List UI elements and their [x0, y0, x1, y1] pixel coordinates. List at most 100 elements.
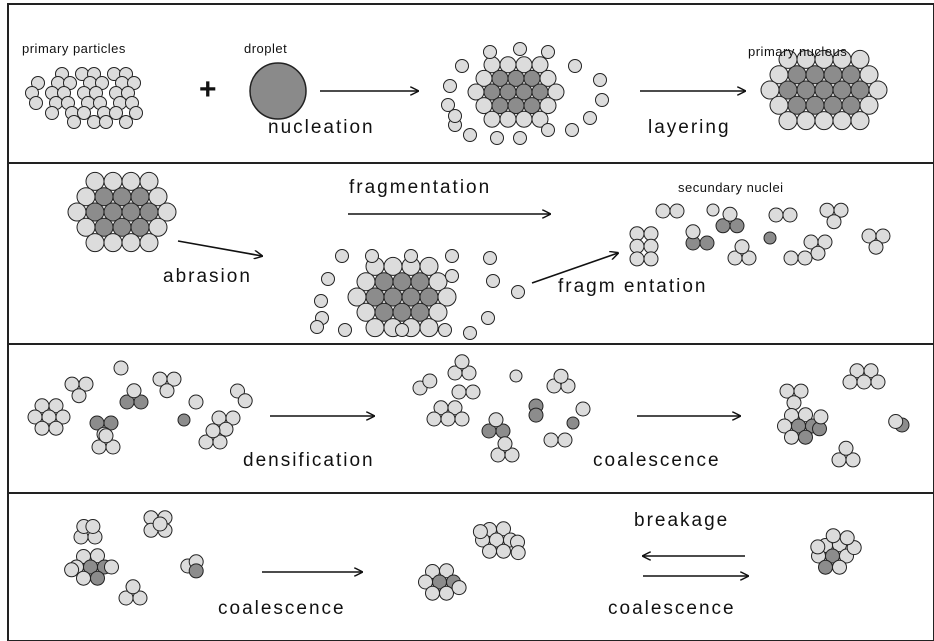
granule-cluster	[177, 413, 191, 427]
granule-cluster	[225, 410, 241, 426]
droplet-circle	[249, 62, 307, 120]
secundary-nucleus	[729, 218, 745, 234]
secundary-nucleus	[826, 214, 842, 230]
label-secundary-nuclei: secundary nuclei	[678, 180, 784, 195]
layering-particle	[583, 111, 597, 125]
primary-nucleus	[859, 65, 879, 85]
nucleus-in-droplet	[531, 56, 549, 74]
granule	[818, 559, 833, 575]
coalesced-cluster	[870, 374, 886, 390]
secundary-nucleus	[629, 238, 645, 254]
granule	[439, 585, 454, 601]
coalesced-cluster	[842, 374, 858, 390]
densified-cluster	[422, 373, 438, 389]
primary-particle	[77, 106, 91, 120]
abraded-particle	[438, 323, 452, 337]
layering-particle	[513, 42, 527, 56]
nucleus-in-droplet	[539, 97, 557, 115]
label-coalescence-row3: coalescence	[593, 450, 721, 471]
coalesced-cluster	[813, 409, 829, 425]
secundary-nucleus	[875, 228, 891, 244]
layering-particle	[483, 45, 497, 59]
primary-nucleus	[859, 95, 879, 115]
coalesced-cluster	[786, 395, 802, 411]
primary-nucleus	[832, 111, 852, 131]
nucleus-after-abrasion	[428, 272, 448, 292]
densified-cluster	[566, 416, 580, 430]
process-arrows	[177, 91, 748, 576]
label-abrasion: abrasion	[163, 266, 252, 287]
abraded-particle	[365, 249, 379, 263]
nucleus-before-abrasion	[103, 233, 123, 253]
layering-particle	[593, 73, 607, 87]
densified-cluster	[440, 411, 456, 427]
granule-cluster	[55, 409, 71, 425]
nucleus-after-abrasion	[419, 318, 439, 338]
layering-particle	[513, 131, 527, 145]
granule	[472, 524, 488, 540]
secundary-nucleus	[734, 239, 750, 255]
granule-cluster	[105, 439, 121, 455]
label-primary-nucleus: primary nucleus	[748, 44, 848, 59]
abraded-particle	[481, 311, 495, 325]
nucleus-before-abrasion	[121, 233, 141, 253]
nucleus-before-abrasion	[148, 187, 168, 207]
primary-nucleus	[796, 111, 816, 131]
granule	[451, 580, 467, 596]
layering-particle	[455, 59, 469, 73]
abraded-particle	[486, 274, 500, 288]
secundary-nucleus	[643, 238, 659, 254]
abraded-particle	[404, 249, 418, 263]
densified-cluster	[426, 411, 442, 427]
nucleus-in-droplet	[539, 69, 557, 87]
abraded-particle	[395, 323, 409, 337]
nucleus-before-abrasion	[139, 171, 159, 191]
nucleus-in-droplet	[547, 83, 565, 101]
granule-cluster	[166, 371, 182, 387]
nucleus-in-droplet	[483, 110, 501, 128]
layering-particle	[463, 128, 477, 142]
granule	[90, 548, 105, 564]
primary-particle	[119, 115, 133, 129]
layering-particle	[568, 59, 582, 73]
nucleus-before-abrasion	[157, 202, 177, 222]
densified-cluster	[488, 412, 504, 428]
layering-particle	[441, 98, 455, 112]
secundary-nucleus	[833, 202, 849, 218]
abraded-particle	[321, 272, 335, 286]
secundary-nucleus	[797, 250, 813, 266]
densified-cluster	[461, 365, 477, 381]
nucleus-in-droplet	[531, 110, 549, 128]
nucleus-after-abrasion	[428, 302, 448, 322]
densified-cluster	[528, 407, 544, 423]
arrow-abrasion	[177, 240, 262, 256]
layering-particle	[490, 131, 504, 145]
label-nucleation: nucleation	[268, 117, 375, 138]
primary-nucleus	[814, 111, 834, 131]
coalesced-cluster	[838, 440, 854, 456]
granule	[439, 563, 454, 579]
granule	[510, 545, 526, 561]
primary-particle	[109, 106, 123, 120]
abraded-particle	[511, 285, 525, 299]
granule-cluster	[71, 388, 87, 404]
densified-cluster	[509, 369, 523, 383]
primary-particle	[99, 115, 113, 129]
granule	[152, 516, 168, 532]
granule-cluster	[48, 420, 64, 436]
granule-cluster	[98, 428, 114, 444]
panel-frame	[7, 3, 934, 641]
densified-cluster	[497, 436, 513, 452]
nucleus-before-abrasion	[139, 233, 159, 253]
primary-nucleus	[850, 49, 870, 69]
primary-nucleus	[850, 111, 870, 131]
secundary-nucleus	[722, 206, 738, 222]
granule	[85, 519, 101, 534]
secundary-nucleus	[768, 207, 784, 223]
label-layering: layering	[648, 117, 731, 138]
nucleus-after-abrasion	[437, 287, 457, 307]
coalesced-cluster	[845, 452, 861, 468]
layering-particle	[541, 45, 555, 59]
abraded-particle	[445, 249, 459, 263]
granule-cluster	[126, 383, 142, 399]
